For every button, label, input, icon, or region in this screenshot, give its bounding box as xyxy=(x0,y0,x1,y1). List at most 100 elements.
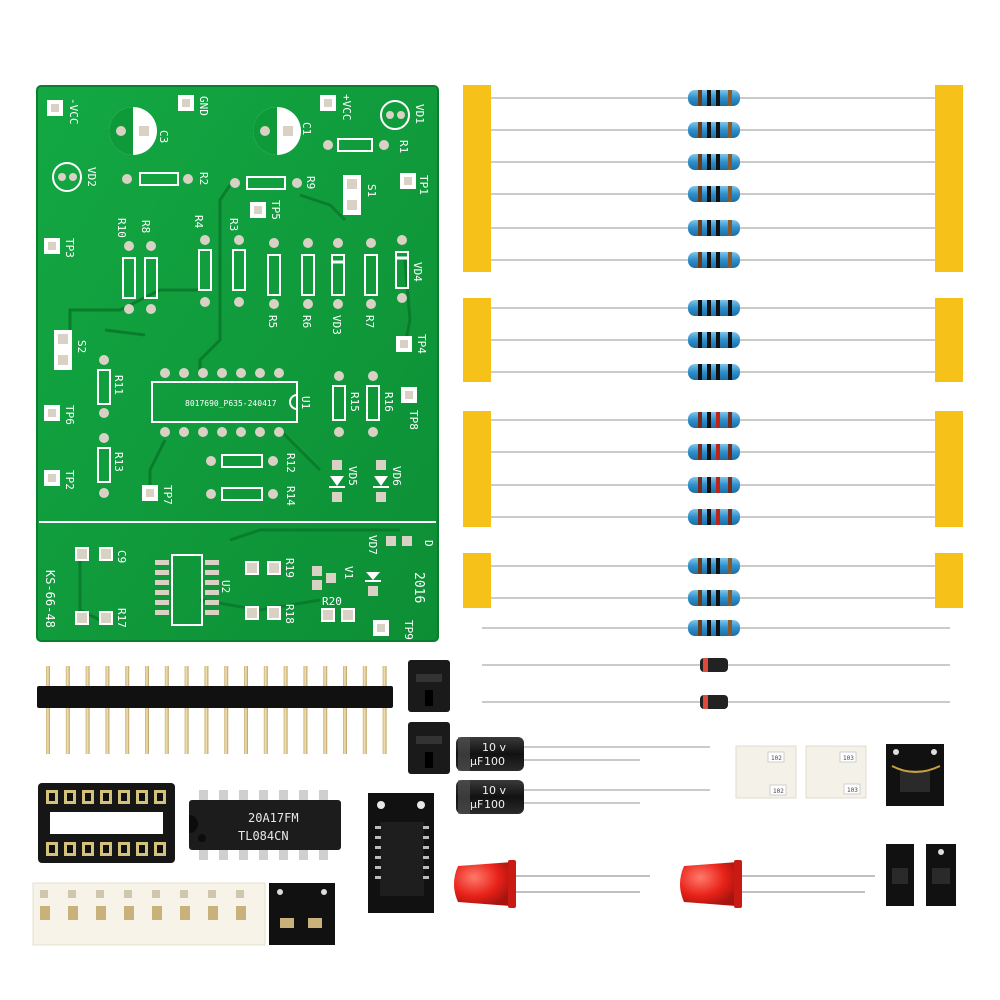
label-d: D xyxy=(422,540,435,547)
label-vd6: VD6 xyxy=(390,466,403,486)
r2-footprint xyxy=(122,172,193,186)
label-c9: C9 xyxy=(115,550,128,563)
tape-hole xyxy=(96,890,104,898)
ic-marking-line1: 20A17FM xyxy=(248,811,299,825)
capacitor-1-unit: µF xyxy=(470,755,483,768)
resistor-tape-group-2 xyxy=(463,298,963,382)
diode-2 xyxy=(482,695,950,709)
label-r10: R10 xyxy=(115,218,128,238)
r9-footprint xyxy=(230,176,302,190)
resistor-2 xyxy=(491,122,935,138)
header-pin-bottom xyxy=(323,708,328,754)
label-vcc-pos: +VCC xyxy=(340,94,353,121)
resistor-4 xyxy=(491,186,935,202)
resistor-1 xyxy=(491,90,935,106)
header-pin-top xyxy=(164,666,169,686)
ic-pin xyxy=(299,848,308,860)
led-1 xyxy=(454,860,650,908)
capacitor-2-voltage: 10 v xyxy=(482,784,506,797)
label-r12: R12 xyxy=(284,453,297,473)
r12-footprint xyxy=(206,454,278,468)
header-pin-top xyxy=(283,666,288,686)
label-r13: R13 xyxy=(112,452,125,472)
resistor-tape-group-3 xyxy=(463,411,963,527)
r15-footprint xyxy=(332,371,346,437)
pcb-board: + C3 C1 -VCC GND +VCC VD1 xyxy=(36,85,439,642)
header-pin-top xyxy=(244,666,248,686)
capacitor-2: 10 v µF 100 xyxy=(456,780,710,814)
r14-footprint xyxy=(206,487,278,501)
u2-footprint xyxy=(155,554,219,626)
smd-capacitor xyxy=(180,906,190,920)
ic-pin xyxy=(219,848,228,860)
s2-footprint xyxy=(54,330,72,370)
v1-footprint xyxy=(312,566,336,590)
r16-footprint xyxy=(366,371,380,437)
resistor-11 xyxy=(491,444,935,460)
label-s2: S2 xyxy=(75,340,88,353)
board-year: 2016 xyxy=(411,572,426,603)
label-vcc-neg: -VCC xyxy=(67,98,80,125)
smd-code-3: 103 xyxy=(843,755,854,762)
header-pin-top xyxy=(46,666,50,686)
header-pin-top xyxy=(105,666,110,686)
label-r4-top: R4 xyxy=(192,215,205,229)
resistor-13 xyxy=(491,509,935,525)
tape-hole xyxy=(68,890,76,898)
label-r5: R5 xyxy=(266,315,279,328)
label-r8: R8 xyxy=(139,220,152,233)
label-u1: U1 xyxy=(299,396,312,409)
label-r7: R7 xyxy=(363,315,376,328)
resistor-3 xyxy=(491,154,935,170)
label-tp1: TP1 xyxy=(417,175,430,195)
header-pin-top xyxy=(323,666,328,686)
smd-code-4: 103 xyxy=(847,787,858,794)
smd-transistor-tape-2 xyxy=(886,844,914,906)
header-pin-top xyxy=(65,666,70,686)
r17-footprint xyxy=(75,611,113,625)
header-pin-bottom xyxy=(244,708,248,754)
resistor-set xyxy=(482,90,950,636)
label-v1: V1 xyxy=(342,566,355,579)
capacitor-1-value: 100 xyxy=(484,755,505,768)
label-r9: R9 xyxy=(304,176,317,189)
jumper-cap-2 xyxy=(408,722,450,774)
r10-footprint xyxy=(122,241,136,314)
smd-resistor-tape-2: 103 103 xyxy=(805,745,867,799)
header-pin-bottom xyxy=(343,708,347,754)
smd-code-1: 102 xyxy=(771,755,782,762)
label-tp9: TP9 xyxy=(402,620,415,640)
r6-footprint xyxy=(301,238,315,309)
resistor-15 xyxy=(491,590,935,606)
tape-hole xyxy=(152,890,160,898)
label-r11: R11 xyxy=(112,375,125,395)
s1-footprint xyxy=(343,175,361,215)
vd2-footprint xyxy=(52,162,82,192)
vd1-footprint xyxy=(380,100,410,130)
c9-footprint xyxy=(75,547,113,561)
label-tp7: TP7 xyxy=(161,485,174,505)
header-pin-bottom xyxy=(283,708,288,754)
ic-pin xyxy=(199,848,208,860)
label-u2: U2 xyxy=(219,580,232,593)
smd-transistor-tape-1 xyxy=(886,744,944,806)
label-vd2: VD2 xyxy=(85,167,98,187)
soic-chip-tape xyxy=(368,793,434,913)
label-tp8: TP8 xyxy=(407,410,420,430)
header-pin-top xyxy=(303,666,308,686)
r19-footprint xyxy=(245,561,281,575)
vd7-footprint xyxy=(386,536,412,546)
header-pin-top xyxy=(362,666,367,686)
smd-capacitor xyxy=(96,906,106,920)
r8-footprint xyxy=(144,241,158,314)
r13-footprint xyxy=(97,433,111,498)
u1-footprint xyxy=(151,368,298,437)
header-pin-bottom xyxy=(145,708,149,754)
vd5-footprint xyxy=(329,460,345,502)
resistor-16 xyxy=(482,620,950,636)
capacitor-2-unit: µF xyxy=(470,798,483,811)
smd-capacitor xyxy=(68,906,78,920)
label-tp2: TP2 xyxy=(63,470,76,490)
header-pin-bottom xyxy=(164,708,169,754)
